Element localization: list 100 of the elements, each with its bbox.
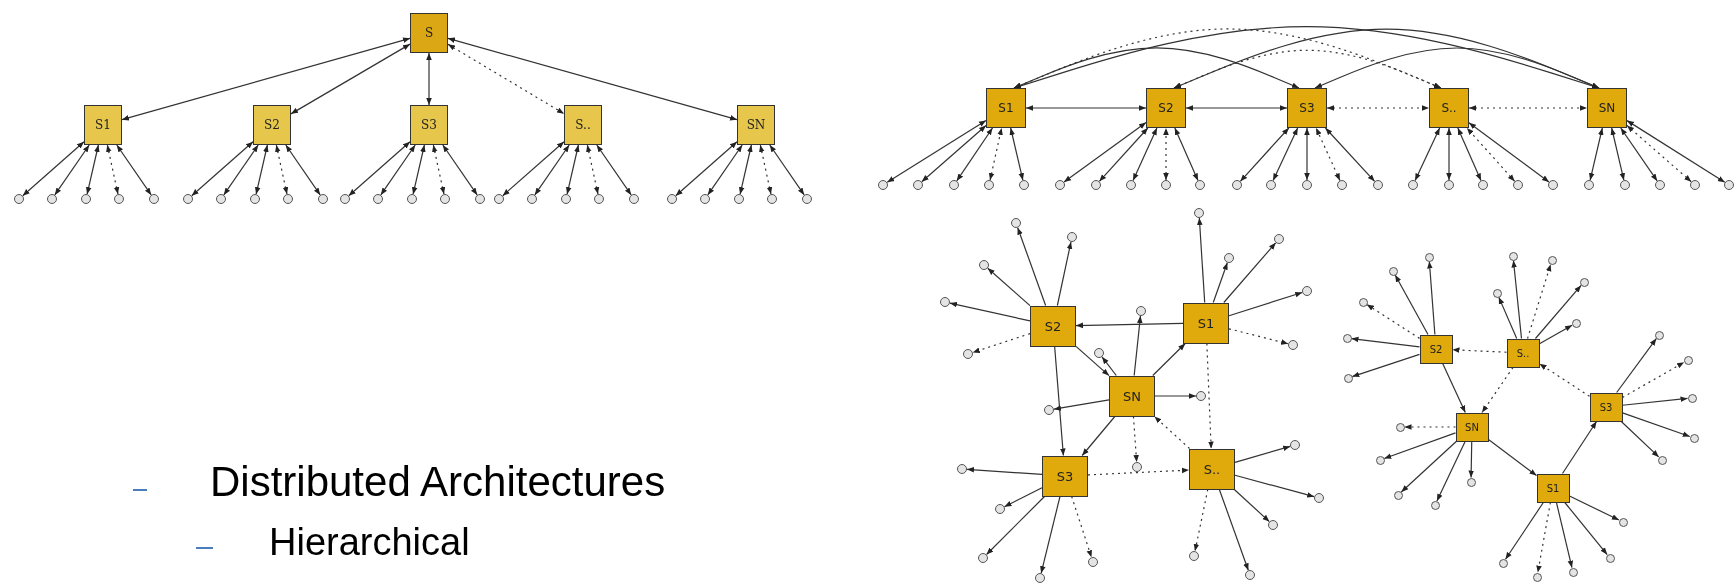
connector-arrow [1053,399,1110,411]
node-circle [594,194,604,204]
connector-arrow [1568,495,1620,521]
connector-arrow [502,141,565,197]
connector-arrow [596,144,632,196]
connector-arrow [1504,501,1544,560]
node-circle [1196,391,1206,401]
connector-arrow [921,124,987,183]
connector-arrow [988,127,1003,181]
connector-arrow [290,43,411,115]
node-circle [81,194,91,204]
connector-arrow [1163,127,1169,181]
connector-arrow [1017,227,1047,307]
node-circle [1044,405,1054,415]
node-circle [1466,477,1476,487]
node-circle [1690,180,1700,190]
connector-arrow [1228,291,1303,317]
connector-arrow [1620,127,1658,182]
connector-arrow [432,144,446,195]
node-box: S1 [986,88,1026,128]
connector-arrow [1446,127,1452,181]
node-circle [1337,180,1347,190]
connector-arrow [1498,296,1518,340]
connector-arrow [1326,105,1430,111]
node-circle [1126,180,1136,190]
node-box: S3 [1287,88,1327,128]
connector-arrow [534,144,570,196]
connector-arrow [1272,127,1299,182]
connector-arrow [285,144,321,196]
node-circle [1395,422,1405,432]
node-circle [629,194,639,204]
connector-arrow [1239,127,1290,182]
connector-arrow [1132,127,1158,182]
connector-arrow [447,37,738,121]
node-circle [700,194,710,204]
connector-arrow [1468,122,1550,183]
connector-arrow [1436,440,1466,502]
connector-arrow [1233,488,1270,523]
connector-arrow [1457,127,1482,182]
connector-arrow [1538,324,1573,345]
node-circle [1618,517,1628,527]
node-circle [995,504,1005,514]
connector-arrow [1314,47,1600,89]
node-circle [14,194,24,204]
node-box: S1 [1183,302,1229,344]
node-circle [1091,180,1101,190]
connector-arrow [565,144,580,195]
node-circle [979,260,989,270]
node-circle [1689,433,1699,443]
node-circle [1444,180,1454,190]
node-circle [1724,180,1734,190]
node-box: S3 [1042,455,1088,497]
connector-arrow [254,144,269,195]
node-circle [1094,348,1104,358]
connector-arrow [759,144,773,195]
connector-arrow [1013,28,1442,89]
connector-arrow [116,144,152,196]
connector-arrow [1025,105,1147,111]
node-circle [1424,252,1434,262]
connector-arrow [223,144,259,196]
connector-arrow [191,141,254,197]
node-circle [1343,373,1353,383]
bullet-text: Distributed Architectures [210,458,666,507]
node-box: S1 [1536,473,1570,503]
connector-arrow [1350,336,1421,348]
connector-arrow [1013,47,1300,89]
connector-arrow [987,267,1031,307]
connector-arrow [956,127,994,182]
connector-arrow [1304,127,1310,181]
node-circle [1548,180,1558,190]
node-circle [1375,455,1385,465]
connector-arrow [1621,412,1691,438]
node-box: S3 [410,105,448,145]
node-circle [1373,180,1383,190]
connector-arrow [707,144,743,196]
node-circle [1408,180,1418,190]
node-circle [1605,553,1615,563]
node-circle [149,194,159,204]
connector-arrow [1063,121,1147,183]
node-circle [1136,306,1146,316]
node-circle [1687,393,1697,403]
connector-arrow [1196,217,1206,304]
connector-arrow [22,141,85,197]
connector-arrow [1040,495,1061,574]
node-circle [1393,490,1403,500]
connector-arrow [1009,127,1024,181]
node-circle [1498,558,1508,568]
connector-arrow [106,144,120,195]
node-circle [734,194,744,204]
connector-arrow [966,467,1043,476]
connector-arrow [1324,127,1376,182]
connector-arrow [1466,127,1516,182]
connector-arrow [54,144,90,196]
node-circle [494,194,504,204]
node-circle [1088,557,1098,567]
connector-arrow [1174,127,1199,182]
node-circle [1314,493,1324,503]
node-circle [1571,318,1581,328]
node-circle [1513,180,1523,190]
connector-arrow [1234,445,1291,463]
